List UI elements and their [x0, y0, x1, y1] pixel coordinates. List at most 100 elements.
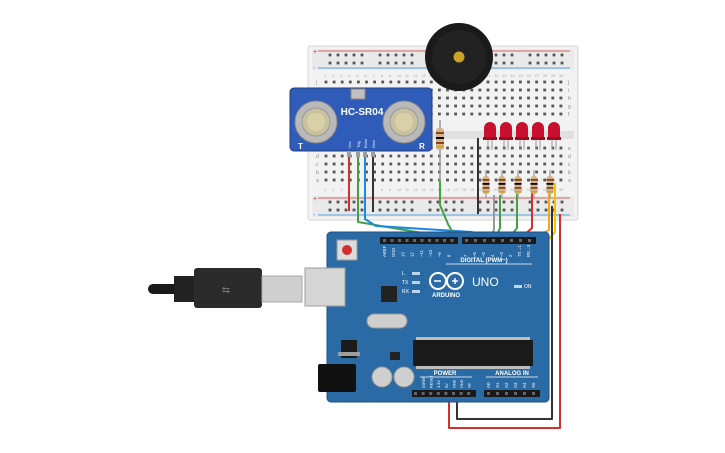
bb-hole — [446, 162, 449, 166]
led-resistor[interactable] — [514, 170, 522, 198]
col-number: 30 — [559, 73, 564, 78]
digital-pin-label: 8 — [446, 254, 451, 257]
bb-hole — [397, 170, 401, 174]
buzzer[interactable] — [425, 23, 493, 91]
bb-hole — [478, 104, 482, 108]
transducer-right — [382, 100, 426, 144]
digital-pin-label: ~6 — [472, 252, 477, 257]
led[interactable] — [483, 122, 497, 150]
rail-hole — [336, 53, 340, 57]
usb-cable[interactable]: ⇆ — [148, 268, 303, 308]
digital-pin-label: 7 — [463, 254, 468, 257]
status-led-label: TX — [402, 280, 409, 286]
col-number: 27 — [535, 73, 540, 78]
rail-hole — [344, 61, 348, 65]
row-letter: i — [568, 88, 569, 94]
digital-pin-label: ~11 — [419, 250, 424, 257]
bb-hole — [494, 104, 498, 108]
bb-hole — [527, 112, 530, 116]
row-letter: g — [568, 104, 571, 110]
bb-hole — [519, 80, 522, 84]
bb-hole — [470, 162, 474, 166]
sensor-pin-label: Echo — [363, 138, 368, 148]
bb-hole — [494, 154, 498, 158]
led-resistor[interactable] — [546, 170, 554, 198]
bb-hole — [486, 112, 490, 116]
bb-hole — [486, 170, 490, 174]
rail-hole — [394, 53, 398, 57]
bb-hole — [405, 170, 409, 174]
rail-hole — [378, 200, 382, 204]
bb-hole — [389, 154, 393, 158]
bb-hole — [332, 80, 336, 84]
bb-hole — [429, 178, 433, 182]
bb-hole — [438, 96, 441, 100]
col-number: 11 — [405, 73, 410, 78]
rail-hole — [560, 61, 564, 65]
bb-hole — [502, 112, 506, 116]
col-number: 29 — [551, 73, 556, 78]
resistor-buzzer[interactable] — [436, 120, 444, 182]
led[interactable] — [531, 122, 545, 150]
transducer-left — [294, 100, 338, 144]
bb-hole — [454, 112, 457, 116]
bb-hole — [519, 96, 522, 100]
sensor-right-mark: R — [419, 142, 425, 151]
col-number: 21 — [486, 73, 491, 78]
bb-hole — [462, 162, 466, 166]
led[interactable] — [547, 122, 561, 150]
header-pin — [467, 392, 471, 395]
rail-hole — [552, 61, 556, 65]
rail-hole — [428, 208, 432, 212]
bb-hole — [454, 170, 457, 174]
power-pin-label: RESET — [430, 375, 434, 388]
rail-hole — [544, 61, 548, 65]
power-jack — [318, 364, 356, 392]
bb-hole — [413, 80, 417, 84]
rail-hole — [410, 61, 414, 65]
bb-hole — [454, 104, 457, 108]
led[interactable] — [515, 122, 529, 150]
row-letter: d — [316, 154, 319, 160]
led[interactable] — [499, 122, 513, 150]
wire-5v-loop — [448, 214, 561, 429]
led-resistor[interactable] — [530, 170, 538, 198]
bb-hole — [373, 170, 376, 174]
bb-hole — [494, 162, 498, 166]
header-pin — [420, 239, 424, 242]
bb-hole — [543, 112, 547, 116]
bb-hole — [446, 96, 449, 100]
rail-hole — [536, 200, 540, 204]
rail-hole — [344, 53, 348, 57]
bb-hole — [454, 146, 457, 150]
bb-hole — [446, 154, 449, 158]
bb-hole — [462, 154, 466, 158]
bb-hole — [454, 154, 457, 158]
bb-hole — [470, 96, 474, 100]
header-pin — [444, 392, 448, 395]
col-number: 1 — [324, 73, 327, 78]
bb-hole — [527, 146, 530, 150]
analog-pin-label: A1 — [495, 382, 500, 388]
bb-hole — [470, 154, 474, 158]
header-pin — [492, 239, 495, 242]
rail-hole — [452, 200, 456, 204]
bb-hole — [559, 162, 563, 166]
bb-hole — [340, 170, 344, 174]
rail-hole — [360, 208, 364, 212]
col-number: 2 — [332, 187, 335, 192]
header-pin — [383, 239, 386, 242]
bb-hole — [543, 162, 547, 166]
bb-hole — [340, 154, 344, 158]
bb-hole — [559, 88, 563, 92]
led-resistor[interactable] — [482, 170, 490, 198]
bb-hole — [510, 162, 514, 166]
rail-hole — [328, 200, 332, 204]
col-number: 26 — [527, 187, 532, 192]
led-resistor[interactable] — [498, 170, 506, 198]
col-number: 4 — [348, 73, 351, 78]
bb-hole — [559, 146, 563, 150]
